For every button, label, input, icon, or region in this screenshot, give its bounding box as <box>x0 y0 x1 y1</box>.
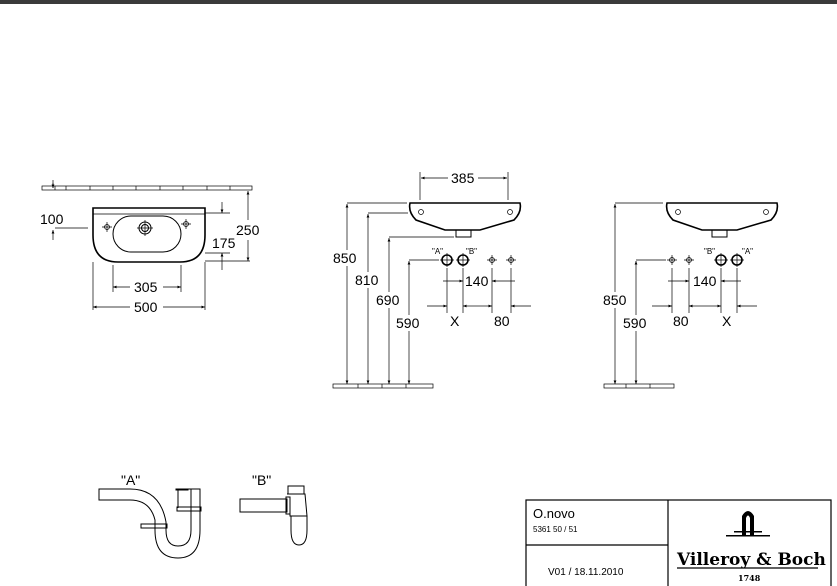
floor <box>603 383 675 389</box>
dim-590: 590 <box>396 315 420 331</box>
trap-a: "A" <box>98 472 202 559</box>
pipe-b <box>456 253 470 267</box>
basin-side <box>408 202 522 231</box>
label-a: "A" <box>742 247 753 256</box>
top-border <box>0 0 837 4</box>
trap-b: "B" <box>239 472 308 546</box>
label-a: "A" <box>432 247 443 256</box>
dim-80: 80 <box>673 313 689 329</box>
tap-hole-right <box>181 219 191 229</box>
dim-100: 100 <box>40 211 64 227</box>
dim-175: 175 <box>212 235 236 251</box>
floor <box>332 383 434 389</box>
dim-385: 385 <box>451 170 475 186</box>
dim-590: 590 <box>623 315 647 331</box>
label-b: "B" <box>466 247 477 256</box>
dim-80: 80 <box>494 313 510 329</box>
brand-name: Villeroy & Boch <box>676 550 826 570</box>
pipe-a <box>730 253 744 267</box>
front-view-a: 385 850 810 690 590 "A" "B" 140 <box>332 170 531 389</box>
title-block: O.novo 5361 50 / 51 V01 / 18.11.2010 Vil… <box>525 499 832 586</box>
brand-logo: Villeroy & Boch 1748 <box>676 511 826 583</box>
brand-year: 1748 <box>738 573 761 583</box>
dim-690: 690 <box>376 292 400 308</box>
label-b: "B" <box>704 247 715 256</box>
pipe-b <box>714 253 728 267</box>
dim-850: 850 <box>603 292 627 308</box>
top-view: 100 250 175 305 500 <box>40 180 260 315</box>
supply-1 <box>667 255 677 265</box>
dim-850: 850 <box>333 250 357 266</box>
supply-2 <box>684 255 694 265</box>
dim-250: 250 <box>236 222 260 238</box>
trap-b-label: "B" <box>252 472 271 488</box>
wall-line <box>41 185 253 191</box>
front-view-b: 850 590 "B" "A" 140 80 X <box>603 202 779 389</box>
pipe-a <box>440 253 454 267</box>
dim-140: 140 <box>465 273 489 289</box>
dim-305: 305 <box>134 279 158 295</box>
supply-1 <box>487 255 497 265</box>
basin-outline <box>92 207 206 263</box>
version-date: V01 / 18.11.2010 <box>548 567 624 578</box>
dim-x: X <box>450 313 460 329</box>
dim-500: 500 <box>134 299 158 315</box>
tap-hole-left <box>102 222 112 232</box>
supply-2 <box>506 255 516 265</box>
dim-810: 810 <box>355 272 379 288</box>
dim-x: X <box>722 313 732 329</box>
product-name: O.novo <box>533 506 575 521</box>
trap-a-label: "A" <box>121 472 140 488</box>
basin-side <box>665 202 779 231</box>
bowl <box>112 215 182 253</box>
article-number: 5361 50 / 51 <box>533 525 578 534</box>
dim-140: 140 <box>693 273 717 289</box>
